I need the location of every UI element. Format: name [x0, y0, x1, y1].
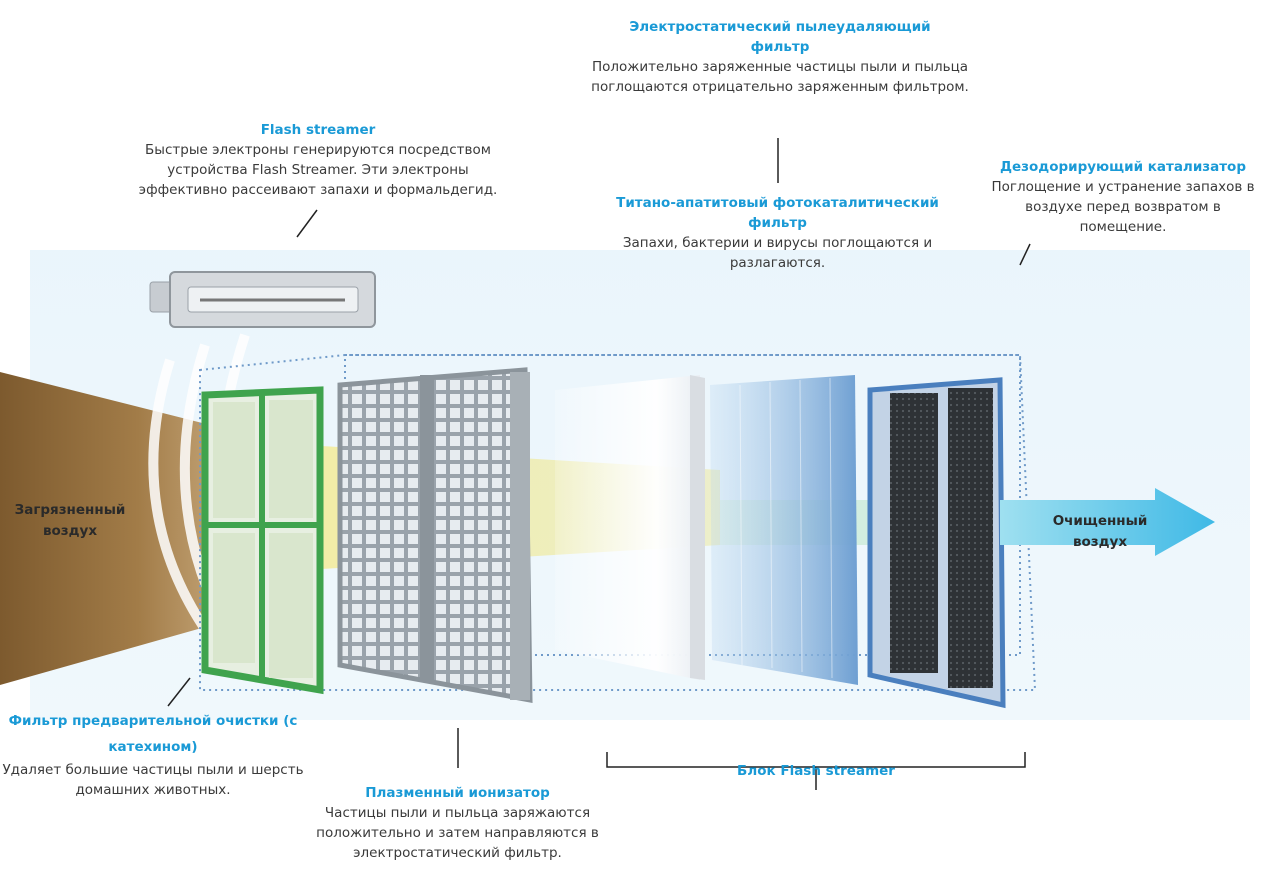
- electrostatic-title: Электростатический пылеудаляющий фильтр: [629, 19, 931, 55]
- plasma-label: Плазменный ионизатор Частицы пыли и пыль…: [295, 783, 620, 863]
- titanium-desc: Запахи, бактерии и вирусы поглощаются и …: [622, 235, 933, 271]
- flash-connector-line: [296, 209, 318, 238]
- titanium-label: Титано-апатитовый фотокаталитический фил…: [585, 193, 970, 273]
- dirty-air-label: Загрязненный воздух: [14, 502, 126, 539]
- prefilter-connector-line: [167, 677, 191, 707]
- block-title: Блок Flash streamer: [737, 763, 895, 779]
- dirty-air-shape: [0, 372, 230, 685]
- plasma-desc: Частицы пыли и пыльца заряжаются положит…: [316, 805, 599, 861]
- flash-streamer-desc: Быстрые электроны генерируются посредств…: [138, 142, 498, 198]
- titanium-title: Титано-апатитовый фотокаталитический фил…: [616, 195, 939, 231]
- block-bracket: [606, 752, 1026, 790]
- block-label: Блок Flash streamer: [676, 761, 956, 781]
- prefilter-label: Фильтр предварительной очистки (с катехи…: [0, 708, 322, 800]
- flash-streamer-device: [149, 271, 376, 328]
- deodor-label: Дезодорирующий катализатор Поглощение и …: [978, 157, 1268, 237]
- prefilter-illustration: [201, 386, 324, 695]
- plasma-ionizer-illustration: [337, 367, 533, 704]
- plasma-title: Плазменный ионизатор: [365, 785, 550, 801]
- clean-air-label: Очищенный воздух: [1052, 513, 1148, 550]
- clean-air-arrow: [1000, 488, 1215, 556]
- prefilter-desc: Удаляет большие частицы пыли и шерсть до…: [2, 762, 304, 798]
- prefilter-title: Фильтр предварительной очистки (с катехи…: [8, 713, 298, 755]
- deodorizing-catalyst-illustration: [867, 377, 1006, 709]
- titanium-filter-illustration: [710, 375, 858, 685]
- electrostatic-filter-illustration: [555, 375, 705, 680]
- deodor-desc: Поглощение и устранение запахов в воздух…: [991, 179, 1255, 235]
- flash-streamer-title: Flash streamer: [260, 122, 376, 138]
- deodor-connector-line: [1019, 243, 1031, 266]
- flash-streamer-label: Flash streamer Быстрые электроны генерир…: [118, 120, 518, 200]
- electrostatic-desc: Положительно заряженные частицы пыли и п…: [591, 59, 969, 95]
- unit-outline-front: [199, 354, 1037, 691]
- deodor-title: Дезодорирующий катализатор: [1000, 159, 1246, 175]
- electrostatic-label: Электростатический пылеудаляющий фильтр …: [585, 17, 975, 97]
